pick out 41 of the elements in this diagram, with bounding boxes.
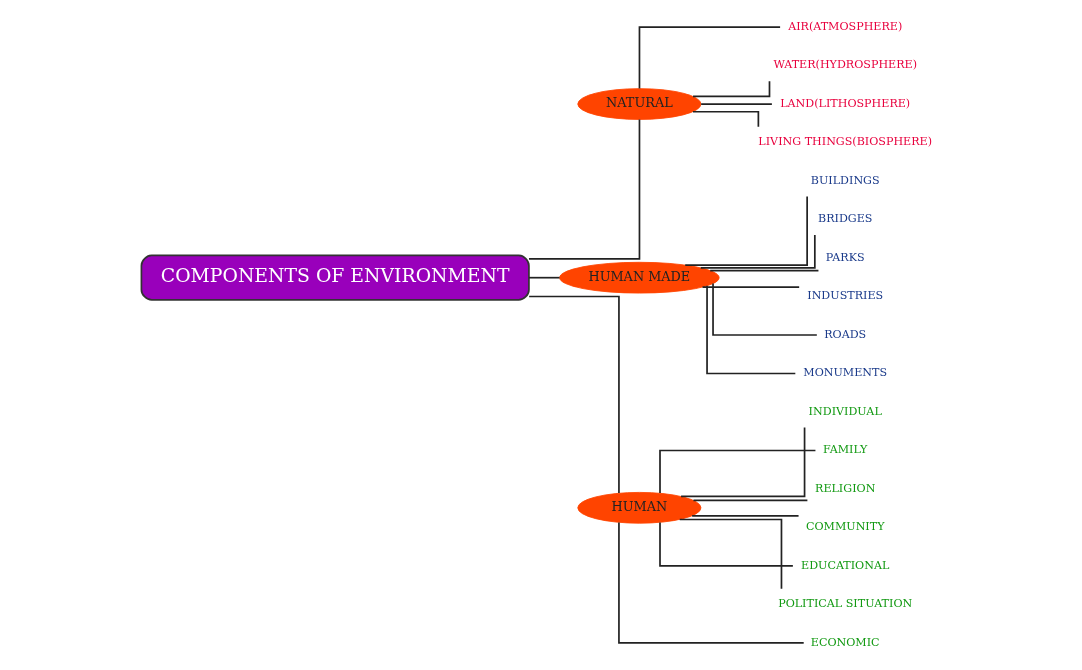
connector [699,234,816,269]
node-text: FAMILY [822,443,868,457]
node-text: LIVING THINGS(BIOSPHERE) [758,135,933,149]
node-ellipse: HUMAN MADE [559,261,720,294]
node-text: AIR(ATMOSPHERE) [788,19,903,33]
node-text: WATER(HYDROSPHERE) [773,58,917,72]
connector [528,276,561,279]
node-text: BRIDGES [817,212,873,226]
node-text: ROADS [824,327,867,341]
node-text: BUILDINGS [810,173,880,187]
connector [678,518,783,590]
connector [528,118,641,260]
node-text: INDUSTRIES [807,289,884,303]
node-text: POLITICAL SITUATION [778,597,913,611]
node-ellipse: NATURAL [577,88,702,120]
node-text: RELIGION [815,481,876,495]
connector [659,521,794,567]
node-text: COMMUNITY [805,520,885,534]
node-text: ECONOMIC [810,635,880,649]
node-text: EDUCATIONAL [801,558,890,572]
node-ellipse: HUMAN [577,491,702,524]
connector [618,521,805,644]
connector [692,499,809,502]
connector [700,103,773,105]
node-text: MONUMENTS [803,366,888,380]
connector [701,286,800,288]
connector [659,449,817,494]
connector [691,514,800,517]
connector [684,195,808,266]
connector [692,80,771,98]
connector [680,426,806,498]
node-box: COMPONENTS OF ENVIRONMENT [140,254,530,301]
connector [692,110,760,128]
connector [638,26,781,90]
connector [706,285,797,375]
connector [709,269,820,272]
connector [528,295,620,494]
node-text: INDIVIDUAL [808,404,882,418]
node-text: PARKS [825,250,865,264]
node-text: LAND(LITHOSPHERE) [780,96,911,110]
connector [712,282,818,336]
